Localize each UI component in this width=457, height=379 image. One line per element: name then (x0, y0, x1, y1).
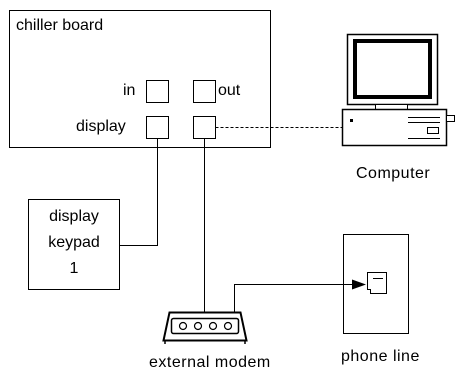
port-modem (193, 116, 216, 139)
port-out (193, 80, 216, 103)
arrow-head-icon (352, 279, 366, 290)
keypad-line-1: display (49, 208, 99, 225)
phone-jack-icon (367, 272, 387, 294)
port-display-label: display (76, 118, 126, 135)
keypad-line-3: 1 (69, 260, 79, 277)
computer-icon (341, 33, 455, 147)
phone-line-label: phone line (341, 348, 420, 365)
computer-label: Computer (356, 165, 431, 182)
display-keypad-box (28, 199, 120, 290)
chiller-board-title: chiller board (16, 17, 104, 34)
wire-display-keypad (119, 138, 158, 246)
chiller-board-box (9, 10, 271, 148)
wire-modem-phone (234, 284, 352, 312)
keypad-line-2: keypad (48, 234, 100, 251)
port-display (146, 116, 169, 139)
port-in-label: in (123, 82, 136, 99)
port-out-label: out (218, 82, 241, 99)
port-in (146, 80, 169, 103)
modem-icon (162, 311, 248, 344)
modem-label: external modem (149, 354, 271, 371)
phone-plate-box (343, 234, 409, 334)
